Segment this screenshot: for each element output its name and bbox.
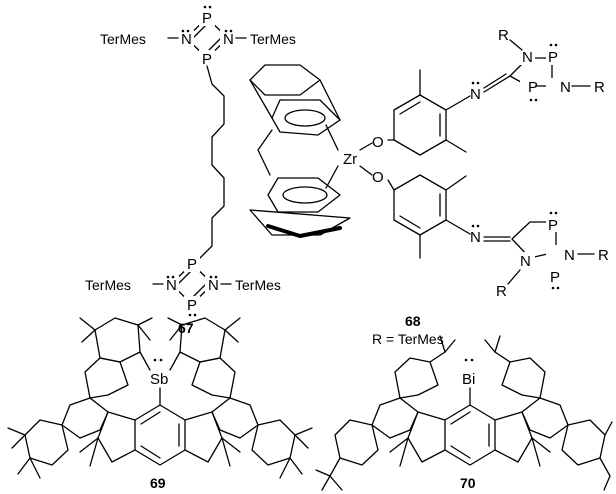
p-atom-ring-b: P <box>528 79 538 96</box>
lower-cp-ring <box>267 177 341 213</box>
n-atom-left: N <box>181 31 192 48</box>
p-atom-ring-a: P <box>548 49 558 66</box>
alkyl-chain <box>197 65 225 261</box>
p-atom-ring-d: P <box>550 269 560 286</box>
o-atom-upper: O <box>372 134 384 151</box>
p-atom-top: P <box>202 10 212 27</box>
n-atom-ring-c: N <box>564 247 575 264</box>
central-benzene-69 <box>134 404 186 466</box>
r-label-lower-a: R <box>496 283 507 300</box>
compound-number-68: 68 <box>405 313 421 329</box>
termes-label-bottom-right: TerMes <box>235 277 281 293</box>
r-label-upper-b: R <box>594 79 605 96</box>
bi-atom: Bi <box>462 371 475 388</box>
zr-atom: Zr <box>343 151 357 168</box>
upper-cp-ring <box>271 99 341 136</box>
p-atom-ring-c: P <box>548 217 558 234</box>
lower-cyclohexane <box>249 209 351 236</box>
r-definition: R = TerMes <box>372 331 444 347</box>
n-atom-lower: N <box>470 229 481 246</box>
compound-number-70: 70 <box>460 475 476 491</box>
compound-70: Bi 70 <box>315 335 613 491</box>
termes-label-bottom-left: TerMes <box>85 277 131 293</box>
p-atom-bottom-2: P <box>187 297 197 314</box>
n-atom-right: N <box>223 31 234 48</box>
n-atom-ring-a: N <box>522 49 533 66</box>
upper-cyclohexane <box>249 64 321 96</box>
compound-67: P N N P TerMes TerMes P N N P TerMes Ter… <box>85 5 296 336</box>
r-label-lower-b: R <box>598 247 609 264</box>
n-atom-right-2: N <box>208 277 219 294</box>
termes-label-top-left: TerMes <box>100 31 146 47</box>
compound-68: Zr O O N N P N P R R <box>249 27 609 347</box>
compound-number-69: 69 <box>150 475 166 491</box>
sb-atom: Sb <box>150 371 168 388</box>
n-atom-ring-d: N <box>520 253 531 270</box>
upper-aryl-ring <box>393 94 447 156</box>
lower-aryl-ring <box>393 174 447 236</box>
n-atom-left-2: N <box>166 277 177 294</box>
n-atom-ring-b: N <box>560 79 571 96</box>
n-atom-upper: N <box>470 86 481 103</box>
p-atom-bottom: P <box>202 51 212 68</box>
o-atom-lower: O <box>372 169 384 186</box>
central-benzene-70 <box>444 404 496 466</box>
r-label-upper-a: R <box>498 27 509 44</box>
termes-label-top-right: TerMes <box>250 31 296 47</box>
p-atom-top-2: P <box>187 256 197 273</box>
compound-69: Sb 69 <box>7 317 313 491</box>
